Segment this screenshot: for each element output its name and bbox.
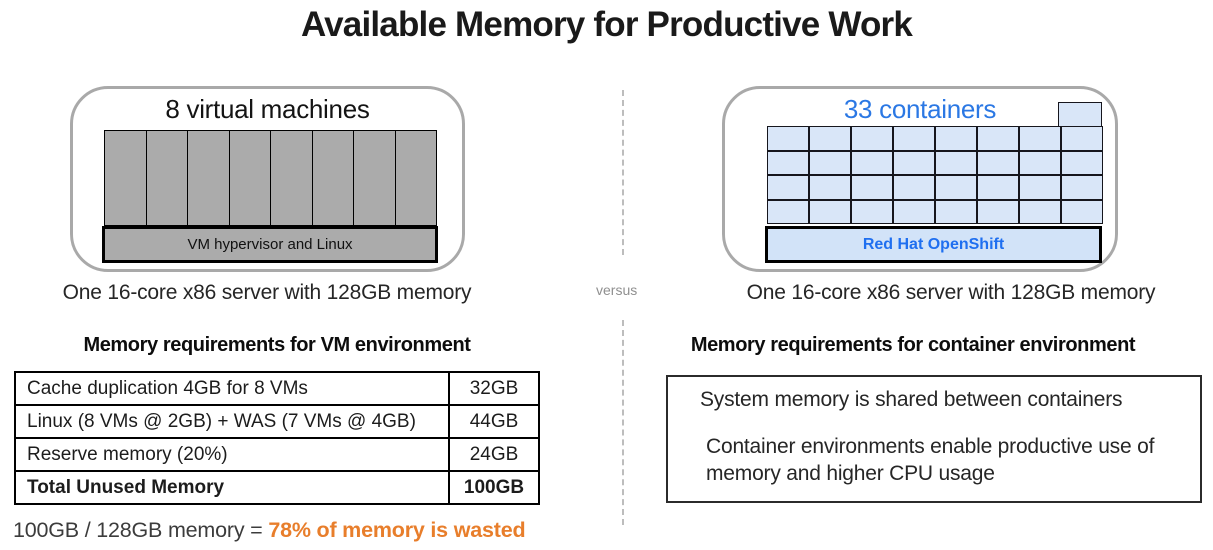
container-cell	[767, 199, 809, 224]
container-cell	[935, 150, 977, 175]
container-cell	[851, 199, 893, 224]
requirement-item-cell: Reserve memory (20%)	[14, 437, 450, 472]
container-cell	[809, 150, 851, 175]
container-cell	[935, 126, 977, 151]
container-note-line: System memory is shared between containe…	[700, 388, 1123, 411]
container-cell	[767, 175, 809, 200]
vm-column	[353, 131, 395, 225]
container-cell	[893, 126, 935, 151]
versus-label: versus	[596, 282, 638, 298]
container-cell	[977, 175, 1019, 200]
container-note-line: Container environments enable productive…	[706, 435, 1155, 485]
container-cell	[977, 150, 1019, 175]
container-box-title: 33 containers	[843, 94, 997, 124]
vm-table-heading: Memory requirements for VM environment	[83, 334, 471, 356]
vm-column	[394, 131, 437, 225]
container-cell	[767, 126, 809, 151]
table-row: Linux (8 VMs @ 2GB) + WAS (7 VMs @ 4GB)4…	[14, 404, 540, 439]
container-cell	[851, 175, 893, 200]
openshift-bar: Red Hat OpenShift	[765, 226, 1102, 263]
container-cell	[1061, 175, 1103, 200]
requirement-value-cell: 44GB	[448, 404, 540, 439]
container-notes-heading: Memory requirements for container enviro…	[690, 334, 1136, 356]
container-cell	[1061, 199, 1103, 224]
vm-column	[187, 131, 229, 225]
footnote-prefix: 100GB / 128GB memory =	[13, 518, 269, 542]
container-cell	[1019, 175, 1061, 200]
vm-column	[145, 131, 188, 225]
requirement-item-cell: Total Unused Memory	[14, 470, 450, 505]
container-cell	[809, 175, 851, 200]
requirement-value-cell: 24GB	[448, 437, 540, 472]
container-notes-box: System memory is shared between containe…	[666, 375, 1202, 503]
vm-column	[311, 131, 354, 225]
hypervisor-label: VM hypervisor and Linux	[187, 236, 353, 253]
vm-column	[228, 131, 271, 225]
wasted-memory-footnote: 100GB / 128GB memory = 78% of memory is …	[13, 518, 526, 543]
container-cell	[1019, 199, 1061, 224]
container-cell	[1019, 126, 1061, 151]
container-server-box: 33 containers Red Hat OpenShift	[722, 86, 1118, 272]
vm-server-box: 8 virtual machines VM hypervisor and Lin…	[70, 86, 465, 272]
container-cell	[935, 175, 977, 200]
page-title: Available Memory for Productive Work	[300, 5, 913, 44]
requirement-value-cell: 32GB	[448, 371, 540, 406]
divider-line-top	[622, 90, 624, 255]
container-cell	[893, 199, 935, 224]
vm-column	[105, 131, 146, 225]
container-cell-extra	[1058, 102, 1102, 127]
vm-columns	[104, 130, 437, 226]
container-cell	[1061, 150, 1103, 175]
container-cell	[851, 150, 893, 175]
footnote-highlight: 78% of memory is wasted	[268, 518, 526, 542]
container-cell	[893, 150, 935, 175]
vm-column	[270, 131, 312, 225]
container-cell	[809, 199, 851, 224]
hypervisor-bar: VM hypervisor and Linux	[102, 226, 438, 263]
divider-line-bottom	[622, 320, 624, 525]
container-cell	[809, 126, 851, 151]
container-cell	[851, 126, 893, 151]
requirement-item-cell: Cache duplication 4GB for 8 VMs	[14, 371, 450, 406]
container-cell	[1061, 126, 1103, 151]
container-grid	[767, 126, 1103, 224]
container-cell	[977, 199, 1019, 224]
container-cell	[935, 199, 977, 224]
table-row: Reserve memory (20%)24GB	[14, 437, 540, 472]
container-cell	[767, 150, 809, 175]
vm-box-title: 8 virtual machines	[165, 94, 370, 124]
container-cell	[893, 175, 935, 200]
openshift-label: Red Hat OpenShift	[862, 235, 1005, 253]
vm-server-caption: One 16-core x86 server with 128GB memory	[62, 281, 472, 304]
container-server-caption: One 16-core x86 server with 128GB memory	[746, 281, 1156, 304]
requirement-value-cell: 100GB	[448, 470, 540, 505]
requirement-item-cell: Linux (8 VMs @ 2GB) + WAS (7 VMs @ 4GB)	[14, 404, 450, 439]
container-cell	[1019, 150, 1061, 175]
container-cell	[977, 126, 1019, 151]
